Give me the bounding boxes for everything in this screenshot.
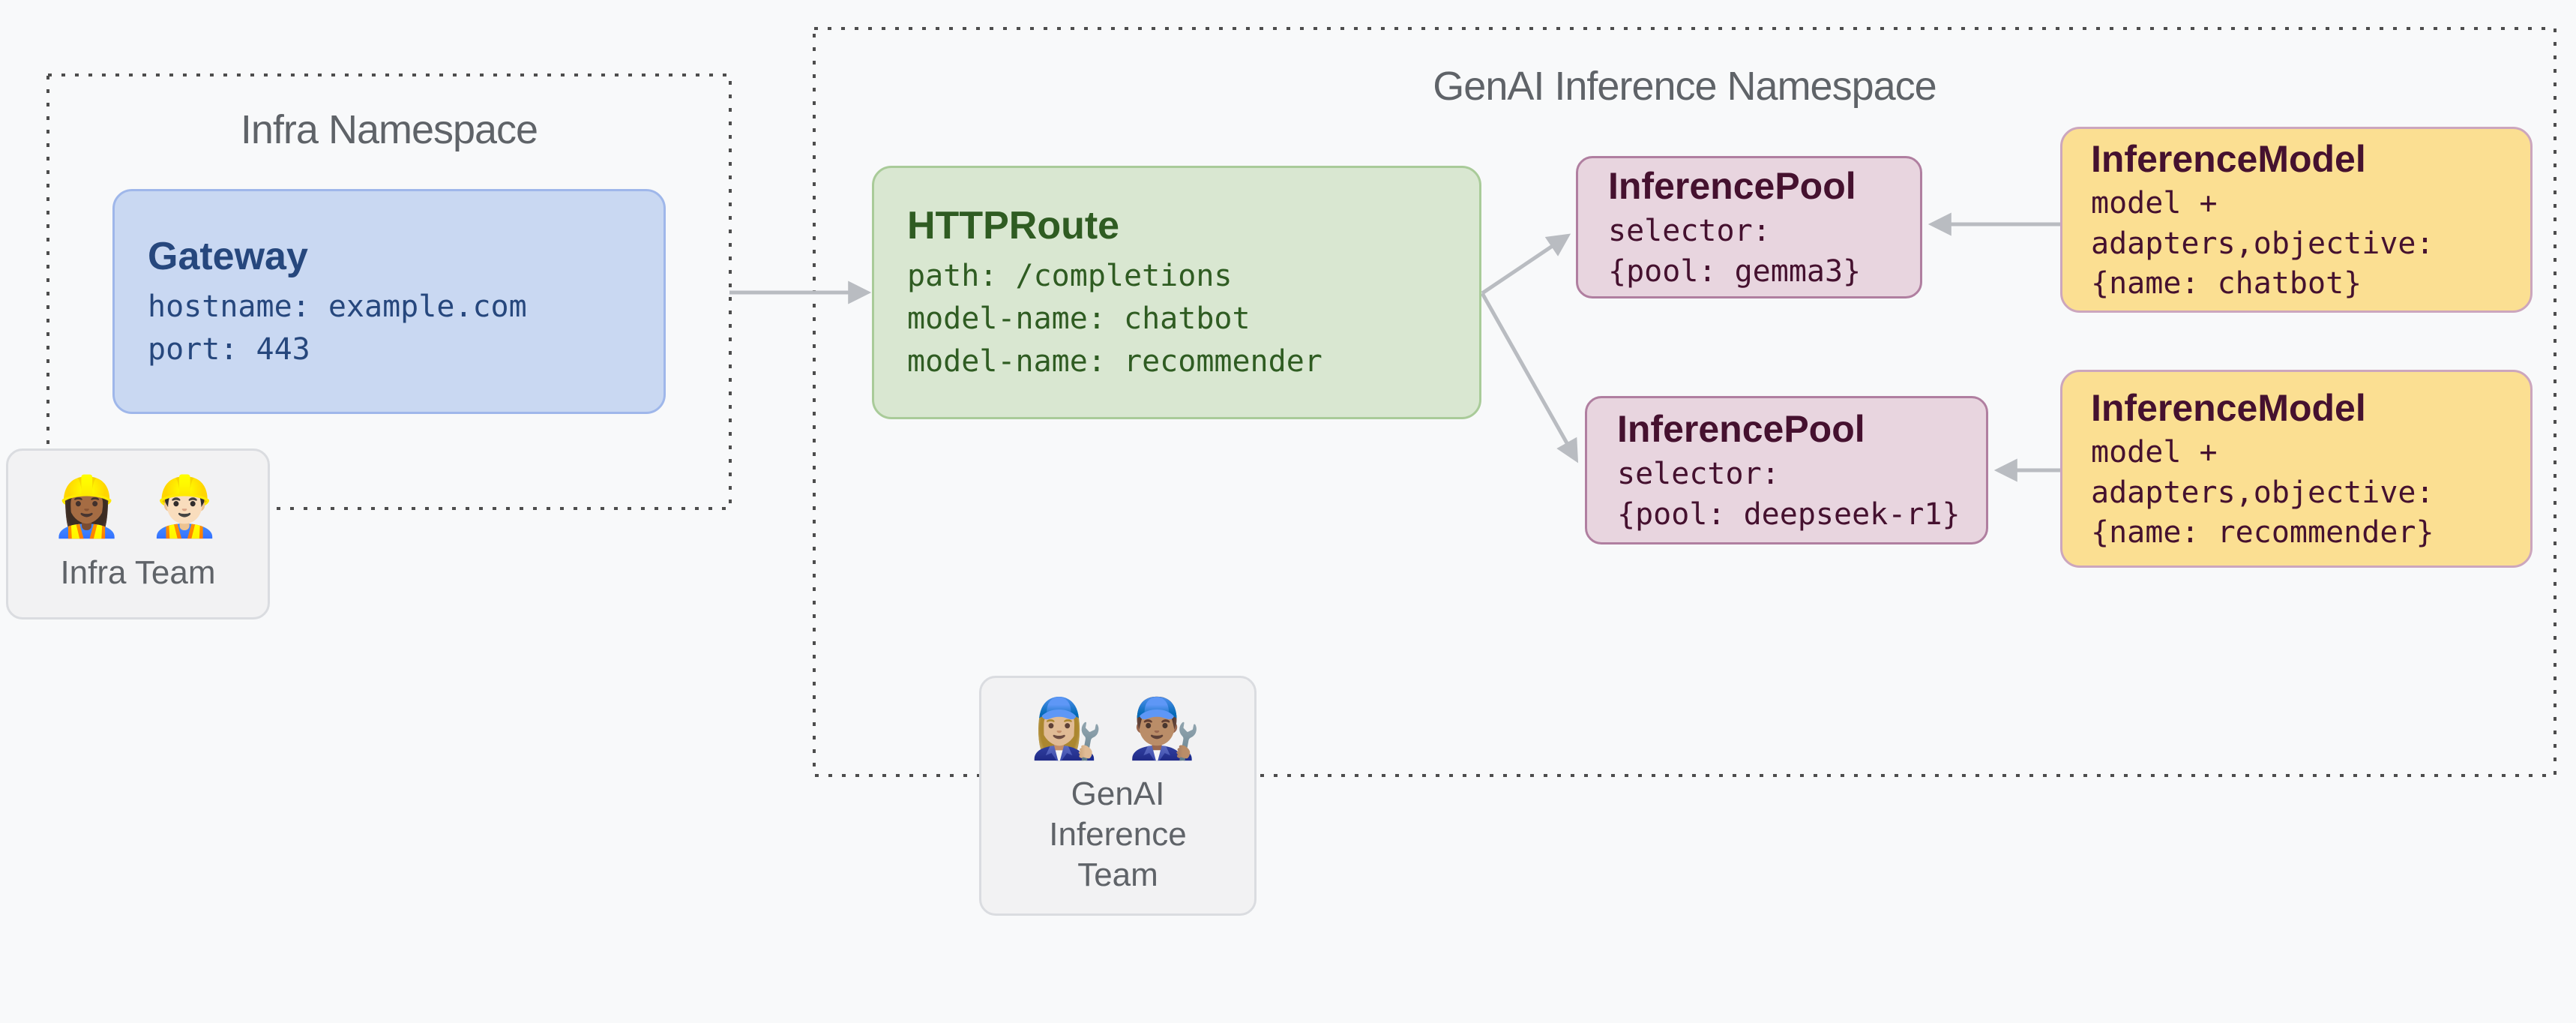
arrow-httproute-to-pool-gemma3 (1481, 233, 1571, 296)
inference-model-recommender-line1: model + (2091, 435, 2218, 470)
genai-team-card: 👩🏼‍🔧 👨🏽‍🔧 GenAI Inference Team (979, 676, 1257, 916)
inference-pool-deepseek-selector: selector: (1617, 457, 1780, 492)
httproute-node: HTTPRoute path: /completions model-name:… (872, 166, 1481, 419)
inference-pool-gemma3-title: InferencePool (1608, 164, 1856, 207)
inference-pool-deepseek-value: {pool: deepseek-r1} (1617, 497, 1960, 532)
inference-model-chatbot-node: InferenceModel model + adapters,objectiv… (2060, 127, 2533, 313)
inference-pool-gemma3-node: InferencePool selector: {pool: gemma3} (1576, 156, 1922, 298)
construction-worker-emojis: 👷🏾‍♀️ 👷🏻‍♂️ (50, 473, 226, 540)
arrow-httproute-to-pool-deepseek (1480, 292, 1579, 464)
inference-model-chatbot-line1: model + (2091, 186, 2218, 221)
inference-model-recommender-line3: {name: recommender} (2091, 514, 2434, 550)
infra-team-card: 👷🏾‍♀️ 👷🏻‍♂️ Infra Team (6, 448, 270, 620)
httproute-model-chatbot: model-name: chatbot (907, 302, 1251, 337)
infra-namespace-title: Infra Namespace (240, 107, 538, 152)
infra-team-label: Infra Team (60, 554, 216, 592)
httproute-title: HTTPRoute (907, 204, 1120, 248)
httproute-model-recommender: model-name: recommender (907, 344, 1322, 379)
inference-model-recommender-node: InferenceModel model + adapters,objectiv… (2060, 370, 2533, 568)
inference-pool-deepseek-node: InferencePool selector: {pool: deepseek-… (1585, 396, 1988, 544)
genai-namespace-title: GenAI Inference Namespace (1433, 64, 1936, 109)
inference-model-recommender-title: InferenceModel (2091, 386, 2366, 429)
gateway-title: Gateway (148, 234, 308, 278)
infra-namespace-box (46, 74, 732, 510)
inference-model-chatbot-title: InferenceModel (2091, 137, 2366, 180)
inference-pool-deepseek-title: InferencePool (1617, 407, 1865, 450)
inference-model-recommender-line2: adapters,objective: (2091, 475, 2434, 510)
genai-team-label: GenAI Inference Team (1049, 776, 1187, 893)
inference-model-chatbot-line2: adapters,objective: (2091, 226, 2434, 261)
gateway-port: port: 443 (148, 332, 310, 367)
inference-pool-gemma3-value: {pool: gemma3} (1608, 254, 1862, 290)
genai-namespace-box (813, 27, 2557, 777)
inference-model-chatbot-line3: {name: chatbot} (2091, 266, 2362, 301)
httproute-path: path: /completions (907, 259, 1233, 294)
mechanic-emojis: 👩🏼‍🔧 👨🏽‍🔧 (1030, 694, 1206, 761)
inference-pool-gemma3-selector: selector: (1608, 214, 1771, 249)
gateway-hostname: hostname: example.com (148, 289, 527, 324)
gateway-node: Gateway hostname: example.com port: 443 (112, 189, 666, 414)
